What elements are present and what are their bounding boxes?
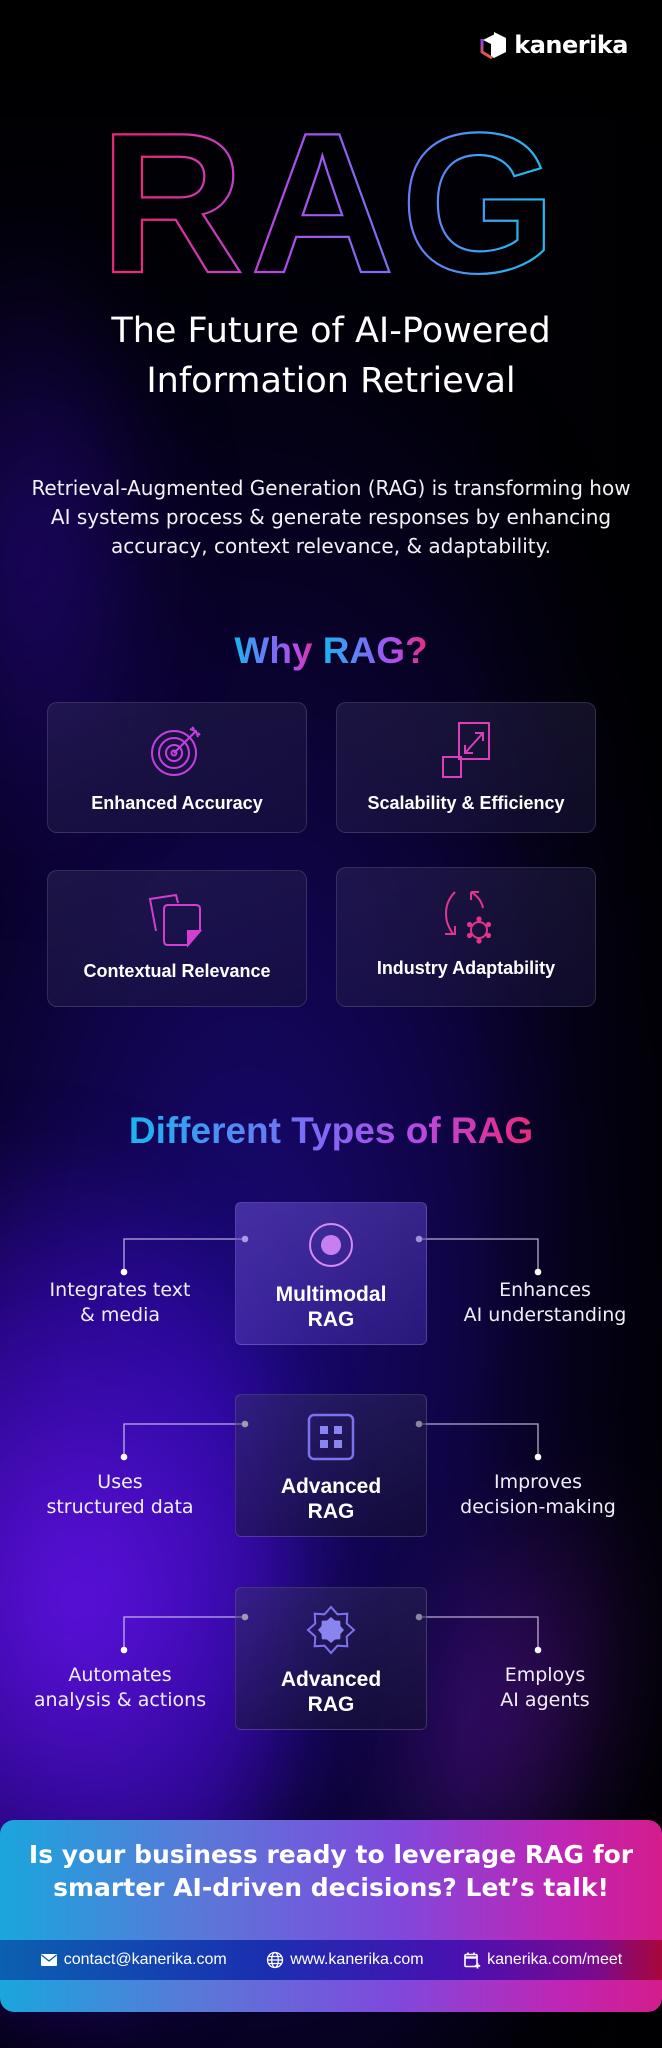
brand-name: kanerika bbox=[514, 31, 628, 59]
why-card-industry-adaptability: Industry Adaptability bbox=[336, 867, 596, 1007]
why-rag-heading: Why RAG? bbox=[234, 630, 428, 671]
cta-banner: Is your business ready to leverage RAG f… bbox=[0, 1820, 662, 2012]
globe-icon bbox=[267, 1951, 284, 1969]
cycle-gear-icon bbox=[445, 891, 492, 944]
card-label: Industry Adaptability bbox=[376, 958, 556, 978]
type-label: Advanced RAG bbox=[280, 1475, 382, 1523]
radio-dot-icon bbox=[309, 1223, 353, 1267]
cta-question: Is your business ready to leverage RAG f… bbox=[28, 1840, 634, 1902]
calendar-add-icon bbox=[464, 1952, 481, 1969]
type-label: Advanced RAG bbox=[280, 1668, 382, 1716]
brand-logo: kanerika bbox=[480, 30, 628, 60]
contact-email-link[interactable]: contact@kanerika.com bbox=[40, 1951, 227, 1969]
intro-paragraph: Retrieval-Augmented Generation (RAG) is … bbox=[31, 476, 631, 558]
type-card-advanced-rag-structured: Advanced RAG bbox=[235, 1394, 427, 1537]
type-left-text: Integrates text& media bbox=[49, 1279, 191, 1326]
type-card-advanced-rag-agents: Advanced RAG bbox=[235, 1587, 427, 1730]
resize-squares-icon bbox=[442, 722, 490, 778]
subtitle-line-2: Information Retrieval bbox=[146, 361, 516, 401]
svg-text:RAG: RAG bbox=[100, 110, 562, 285]
contact-bar: contact@kanerika.com www.kanerika.com ka… bbox=[0, 1940, 662, 1980]
why-card-contextual-relevance: Contextual Relevance bbox=[47, 870, 307, 1007]
type-label: Multimodal RAG bbox=[275, 1283, 387, 1331]
type-card-multimodal-rag: Multimodal RAG bbox=[235, 1202, 427, 1345]
card-label: Scalability & Efficiency bbox=[367, 793, 565, 813]
star-badge-icon bbox=[306, 1605, 356, 1655]
contact-meeting-link[interactable]: kanerika.com/meet bbox=[463, 1951, 622, 1969]
why-card-enhanced-accuracy: Enhanced Accuracy bbox=[47, 702, 307, 833]
mail-icon bbox=[40, 1954, 57, 1966]
why-card-scalability: Scalability & Efficiency bbox=[336, 702, 596, 833]
documents-icon bbox=[148, 893, 203, 948]
card-label: Contextual Relevance bbox=[83, 961, 271, 981]
contact-website-link[interactable]: www.kanerika.com bbox=[266, 1951, 424, 1969]
card-label: Enhanced Accuracy bbox=[91, 793, 263, 813]
hexagon-cube-icon bbox=[480, 32, 507, 60]
hero-subtitle: The Future of AI-Powered Information Ret… bbox=[0, 306, 662, 406]
grid-squares-icon bbox=[307, 1413, 355, 1461]
target-arrow-icon bbox=[151, 726, 201, 776]
types-heading: Different Types of RAG bbox=[128, 1110, 534, 1151]
rag-hero-title: RAG bbox=[99, 110, 562, 285]
subtitle-line-1: The Future of AI-Powered bbox=[111, 311, 551, 351]
